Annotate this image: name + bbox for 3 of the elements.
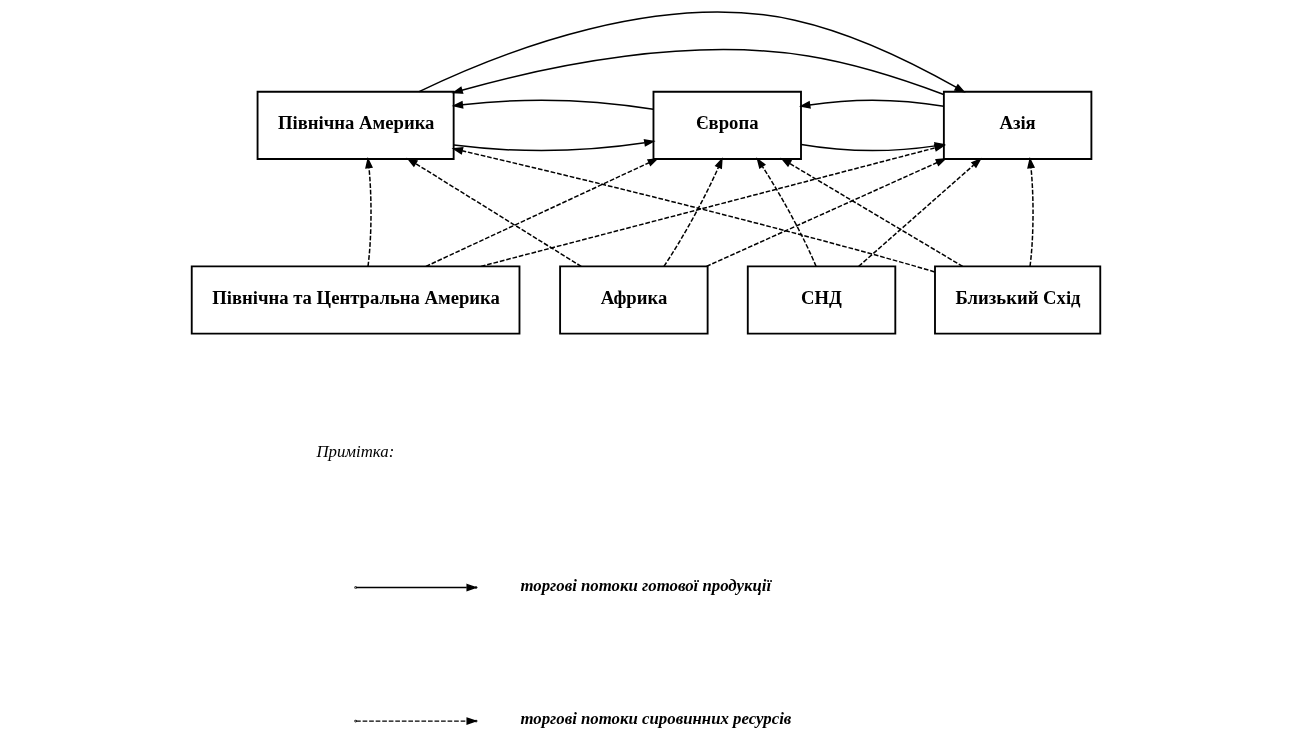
label: Примітка:: [315, 442, 394, 462]
legend-label: торгові потоки готової продукції: [519, 575, 771, 595]
legend-label: торгові потоки сировинних ресурсів: [519, 709, 791, 729]
